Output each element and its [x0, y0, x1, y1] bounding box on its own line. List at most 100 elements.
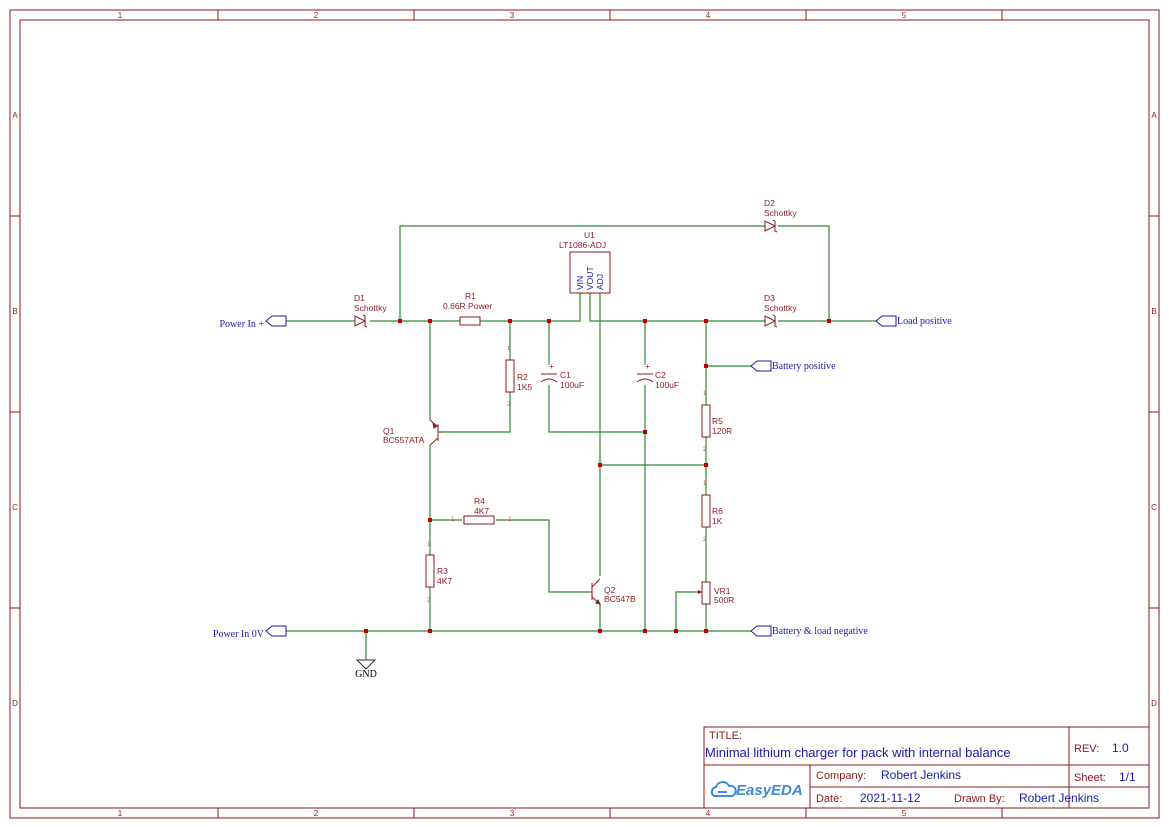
zone-ticks	[10, 10, 1159, 818]
r6-ref: R6	[712, 506, 723, 516]
net-load-positive: Load positive	[897, 316, 952, 327]
r3-value: 4K7	[437, 576, 452, 586]
r3-ref: R3	[437, 566, 448, 576]
junctions	[364, 319, 831, 633]
d1-value: Schottky	[354, 303, 387, 313]
svg-text:2: 2	[508, 517, 512, 523]
u1-ref: U1	[584, 230, 595, 240]
r4-ref: R4	[474, 496, 485, 506]
company-value: Robert Jenkins	[881, 768, 961, 782]
rev-value: 1.0	[1112, 741, 1129, 755]
resistor-R5: R5 120R	[701, 404, 732, 438]
vr1-value: 500R	[714, 595, 734, 605]
net-flag-battery-positive: Battery positive	[750, 360, 836, 372]
zone-row-C-right: C	[1151, 503, 1157, 512]
zone-col-3: 3	[510, 11, 515, 20]
transistor-Q2: Q2 BC547B	[590, 578, 636, 605]
date-value: 2021-11-12	[860, 791, 921, 805]
vr1-ref: VR1	[714, 586, 731, 596]
c2-ref: C2	[655, 370, 666, 380]
potentiometer-VR1: VR1 500R	[698, 581, 734, 605]
zone-labels: 1 2 3 4 5 1 2 3 4 5 A B C D A B C D	[12, 11, 1157, 818]
drawing-title: Minimal lithium charger for pack with in…	[705, 745, 1011, 760]
diode-D1: D1 Schottky	[354, 293, 387, 328]
c2-value: 100uF	[655, 380, 679, 390]
drawn-by-label: Drawn By:	[954, 793, 1005, 805]
regulator-U1: U1 LT1086-ADJ VIN VOUT ADJ	[559, 230, 611, 294]
r1-value: 0.66R Power	[443, 301, 492, 311]
svg-text:1: 1	[427, 542, 431, 548]
svg-text:+: +	[549, 361, 554, 371]
logo-text: EasyEDA	[736, 782, 803, 799]
c1-ref: C1	[560, 370, 571, 380]
net-flag-battery-load-negative: Battery & load negative	[750, 625, 868, 637]
r5-ref: R5	[712, 416, 723, 426]
zone-col-1: 1	[118, 11, 123, 20]
u1-pin-vout: VOUT	[585, 266, 595, 290]
r6-value: 1K	[712, 516, 723, 526]
u1-value: LT1086-ADJ	[559, 240, 606, 250]
drawn-by-value: Robert Jenkins	[1019, 791, 1099, 805]
d2-value: Schottky	[764, 208, 797, 218]
svg-text:2: 2	[427, 598, 431, 604]
u1-pin-adj: ADJ	[595, 274, 605, 290]
zone-row-A-right: A	[1151, 111, 1157, 120]
diode-D2: D2 Schottky	[764, 198, 797, 233]
capacitor-C1: + C1 100uF	[540, 361, 584, 390]
resistor-R2: R2 1K5	[505, 359, 532, 393]
pin-numbers: 1 2 1 2 1 2 1 2 1 2	[427, 346, 707, 604]
net-flag-power-in-0v: Power In 0V	[213, 625, 287, 640]
zone-col-5: 5	[902, 11, 907, 20]
svg-text:2: 2	[703, 447, 707, 453]
r4-value: 4K7	[474, 506, 489, 516]
zone-col-2-bottom: 2	[314, 809, 319, 818]
net-flag-power-in-pos: Power In +	[219, 315, 287, 330]
r5-value: 120R	[712, 426, 732, 436]
company-label: Company:	[816, 770, 866, 782]
zone-row-D: D	[12, 699, 18, 708]
q1-value: BC557ATA	[383, 435, 425, 445]
title-label: TITLE:	[709, 730, 742, 742]
ground-symbol: GND	[355, 659, 377, 680]
zone-row-D-right: D	[1151, 699, 1157, 708]
diode-D3: D3 Schottky	[764, 293, 797, 328]
d2-ref: D2	[764, 198, 775, 208]
cloud-icon	[710, 781, 737, 797]
zone-col-5-bottom: 5	[902, 809, 907, 818]
c1-value: 100uF	[560, 380, 584, 390]
zone-col-1-bottom: 1	[118, 809, 123, 818]
zone-col-3-bottom: 3	[510, 809, 515, 818]
net-power-in-0v: Power In 0V	[213, 629, 265, 640]
r2-value: 1K5	[517, 382, 532, 392]
transistor-Q1: Q1 BC557ATA	[383, 419, 442, 446]
svg-text:1: 1	[703, 391, 707, 397]
svg-text:1: 1	[451, 517, 455, 523]
resistor-R4: R4 4K7	[463, 496, 495, 525]
zone-row-B-right: B	[1151, 307, 1156, 316]
net-flag-load-positive: Load positive	[875, 315, 952, 327]
svg-text:2: 2	[507, 402, 511, 408]
svg-text:1: 1	[703, 481, 707, 487]
zone-col-4-bottom: 4	[706, 809, 711, 818]
title-block	[703, 726, 1150, 809]
resistor-R3: R3 4K7	[425, 554, 452, 588]
resistor-R6: R6 1K	[701, 494, 723, 528]
net-battery-positive: Battery positive	[772, 361, 836, 372]
u1-pin-vin: VIN	[575, 276, 585, 290]
sheet-value: 1/1	[1119, 770, 1136, 784]
zone-col-4: 4	[706, 11, 711, 20]
q2-ref: Q2	[604, 585, 616, 595]
r1-ref: R1	[465, 291, 476, 301]
sheet-frame	[9, 9, 1160, 819]
zone-row-C: C	[12, 503, 18, 512]
zone-row-B: B	[12, 307, 17, 316]
date-label: Date:	[816, 793, 842, 805]
q1-ref: Q1	[383, 426, 395, 436]
svg-text:2: 2	[703, 537, 707, 543]
r2-ref: R2	[517, 372, 528, 382]
d3-value: Schottky	[764, 303, 797, 313]
net-battery-load-negative: Battery & load negative	[772, 626, 868, 637]
net-power-in-pos: Power In +	[219, 319, 264, 330]
svg-text:1: 1	[507, 346, 511, 352]
d3-ref: D3	[764, 293, 775, 303]
